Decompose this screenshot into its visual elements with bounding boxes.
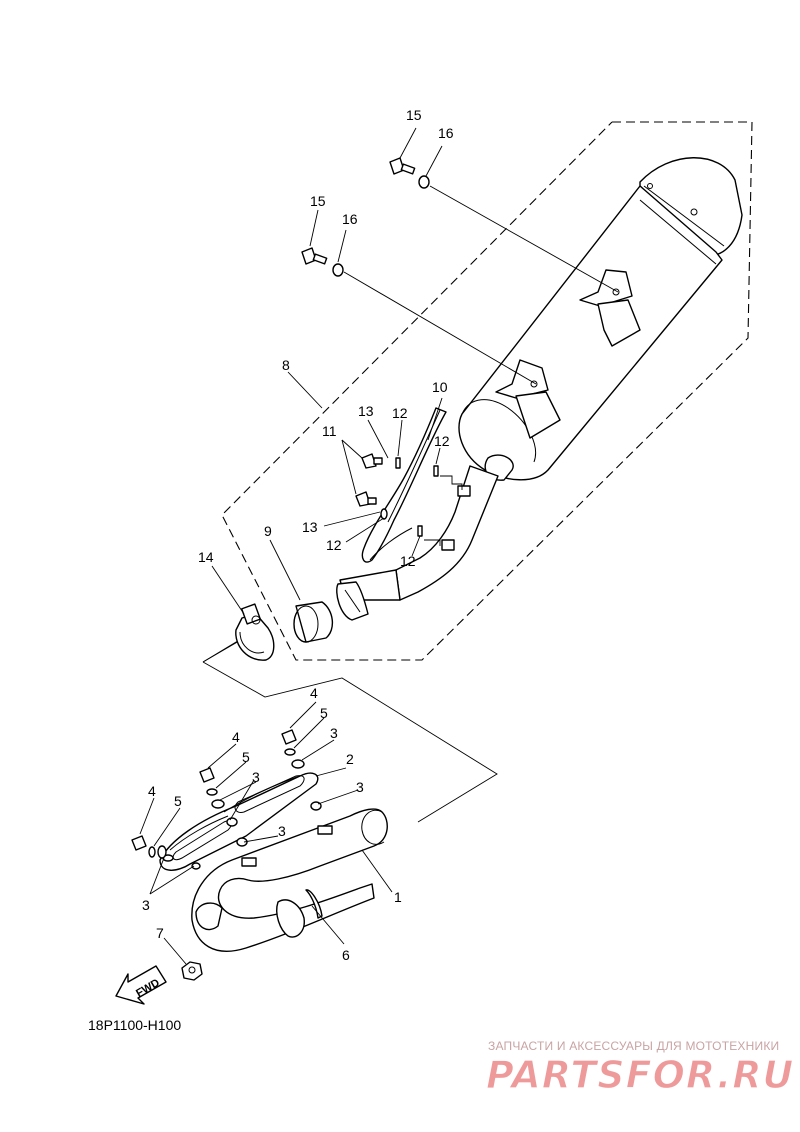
callout-5: 5 [174,793,182,809]
callout-3: 3 [330,725,338,741]
callout-3: 3 [278,823,286,839]
watermark-tagline: ЗАПЧАСТИ И АКСЕССУАРЫ ДЛЯ МОТОТЕХНИКИ [488,1039,779,1053]
callout-5: 5 [242,749,250,765]
fasteners-muffler [301,157,439,537]
callout-7: 7 [156,925,164,941]
callout-15: 15 [310,193,326,209]
callout-13: 13 [358,403,374,419]
callout-4: 4 [310,685,318,701]
gasket-part-9 [293,601,333,643]
callout-14: 14 [198,549,214,565]
clamp-part-14 [235,603,275,661]
band-part-10 [361,407,447,563]
callout-10: 10 [432,379,448,395]
assembly-boundary-muffler [221,121,753,661]
callout-3: 3 [142,897,150,913]
fwd-arrow-icon: FWD [115,965,167,1005]
diagram-code: 18P1100-H100 [88,1017,181,1033]
callout-numbers: 15 16 15 16 8 10 13 12 11 12 13 9 12 12 … [142,107,454,963]
fasteners-header [131,729,322,859]
callout-16: 16 [342,211,358,227]
callout-3: 3 [252,769,260,785]
callout-1: 1 [394,889,402,905]
leader-lines-lower [139,701,393,965]
callout-11: 11 [322,423,337,439]
callout-13: 13 [302,519,318,535]
exhaust-pipe-part-1 [191,808,388,952]
callout-9: 9 [264,523,272,539]
callout-4: 4 [232,729,240,745]
callout-15: 15 [406,107,422,123]
callout-4: 4 [148,783,156,799]
callout-6: 6 [342,947,350,963]
gasket-part-6 [276,889,323,938]
callout-12: 12 [392,405,408,421]
callout-12: 12 [400,553,416,569]
nut-part-7 [181,961,203,981]
callout-8: 8 [282,357,290,373]
leader-lines-upper [211,127,619,615]
callout-2: 2 [346,751,354,767]
callout-12: 12 [434,433,450,449]
callout-16: 16 [438,125,454,141]
watermark-logo: ЗАПЧАСТИ И АКСЕССУАРЫ ДЛЯ МОТОТЕХНИКИ PA… [485,1039,794,1098]
watermark-brand: PARTSFOR.RU [486,1053,794,1097]
callout-5: 5 [320,705,328,721]
callout-3: 3 [356,779,364,795]
callout-12: 12 [326,537,342,553]
muffler [336,157,743,621]
